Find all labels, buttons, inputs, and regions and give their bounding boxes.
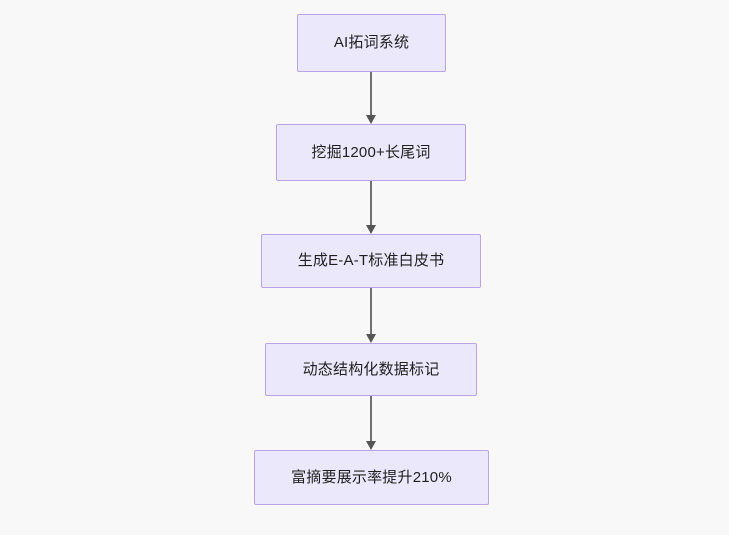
node-label: 富摘要展示率提升210% bbox=[291, 468, 452, 486]
edge-node3-to-node4 bbox=[361, 288, 381, 343]
flowchart-node-dynamic-structured-data-markup[interactable]: 动态结构化数据标记 bbox=[265, 343, 477, 396]
arrowhead-icon bbox=[366, 334, 376, 343]
edge-line bbox=[370, 181, 372, 228]
flowchart-node-mine-longtail-keywords[interactable]: 挖掘1200+长尾词 bbox=[276, 124, 466, 181]
node-label: 挖掘1200+长尾词 bbox=[311, 143, 431, 161]
arrowhead-icon bbox=[366, 115, 376, 124]
node-label: 生成E-A-T标准白皮书 bbox=[297, 252, 445, 269]
edge-node2-to-node3 bbox=[361, 181, 381, 234]
edge-node1-to-node2 bbox=[361, 72, 381, 124]
edge-node4-to-node5 bbox=[361, 396, 381, 450]
edge-line bbox=[370, 288, 372, 337]
arrowhead-icon bbox=[366, 441, 376, 450]
flowchart-node-rich-snippet-rate-increase[interactable]: 富摘要展示率提升210% bbox=[254, 450, 489, 505]
flowchart-node-ai-keyword-system[interactable]: AI拓词系统 bbox=[297, 14, 446, 72]
edge-line bbox=[370, 396, 372, 444]
flowchart-node-generate-eat-whitepaper[interactable]: 生成E-A-T标准白皮书 bbox=[261, 234, 481, 288]
arrowhead-icon bbox=[366, 225, 376, 234]
node-label: 动态结构化数据标记 bbox=[302, 360, 440, 378]
edge-line bbox=[370, 72, 372, 118]
node-label: AI拓词系统 bbox=[333, 34, 410, 51]
